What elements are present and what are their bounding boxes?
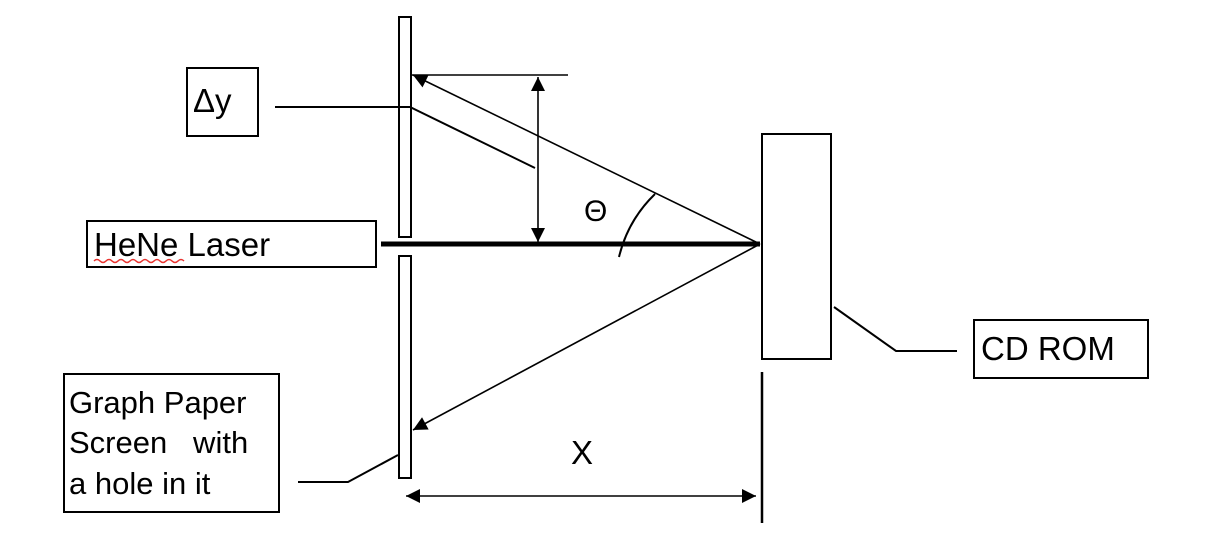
cd-rom-leader-line [833,306,957,352]
cd-rom-disc [761,133,832,360]
angle-label: Θ [584,195,607,228]
laser-label: HeNe Laser [94,226,270,263]
distance-x-label: X [571,434,593,471]
diffracted-ray-upper [412,74,761,245]
screen-upper-half [398,16,412,238]
screen-leader-line [298,454,399,483]
laser-label-box [86,220,377,268]
delta-y-label: Δy [193,82,232,119]
screen-label-line-3: a hole in it [69,466,211,501]
screen-label-box [63,373,280,513]
cd-rom-label-box [973,319,1149,379]
angle-arc [618,193,656,258]
screen-lower-half [398,255,412,479]
screen-label-line-2: Screen with [69,425,248,460]
screen-label-line-1: Graph Paper [69,385,247,420]
delta-y-leader-line [275,106,536,169]
cd-rom-label: CD ROM [981,330,1115,367]
delta-y-label-box [186,67,259,137]
diffracted-ray-lower [412,243,761,431]
spellcheck-underline [93,258,185,264]
